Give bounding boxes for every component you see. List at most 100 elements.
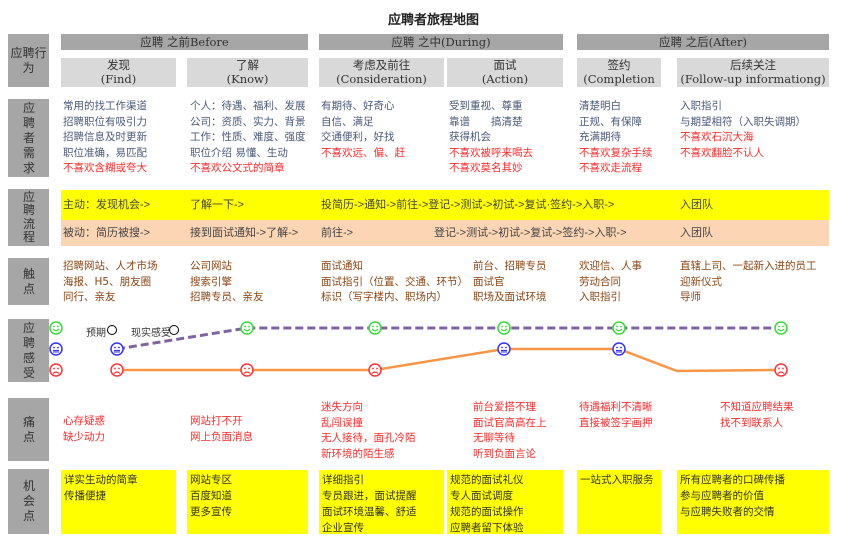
stage-cn: 了解	[236, 58, 259, 72]
phase-after: 应聘 之后(After)	[577, 34, 829, 50]
pain-point-item: 直接被签字画押	[579, 416, 653, 429]
page-title: 应聘者旅程地图	[387, 13, 479, 28]
touchpoint-item: 入职指引	[579, 291, 621, 303]
opportunity-item: 更多宣传	[190, 506, 232, 518]
pain-point-item: 新环境的陌生感	[321, 447, 395, 460]
opportunity-item: 详实生动的简章	[64, 474, 138, 486]
need-item: 职位介绍 易懂、生动	[190, 146, 288, 159]
touchpoint-item: 迎新仪式	[680, 275, 722, 288]
touchpoint-item: 招聘专员、亲友	[190, 291, 264, 303]
opportunity-item: 规范的面试礼仪	[450, 474, 524, 486]
happy-face-icon	[774, 321, 788, 335]
happy-face-icon	[240, 321, 254, 335]
stage-cn: 签约	[607, 58, 631, 72]
need-item: 入职指引	[680, 100, 722, 112]
opportunity-item: 专员跟进，面试提醒	[322, 490, 417, 502]
opportunity-item: 所有应聘者的口碑传播	[680, 474, 785, 486]
sad-face-icon	[368, 363, 382, 377]
touchpoint-item: 前台、招聘专员	[473, 260, 547, 272]
need-item: 交通便利，好找	[321, 131, 395, 143]
phase-during: 应聘 之中(During)	[319, 34, 563, 50]
neutral-face-icon	[49, 342, 63, 356]
stage-header: 签约(Completion	[577, 58, 661, 87]
opportunity-item: 网站专区	[190, 474, 232, 486]
pain-point-item: 听到负面言论	[473, 447, 536, 460]
stage-cn: 发现	[107, 58, 130, 72]
touchpoint-item: 搜索引擎	[190, 275, 232, 288]
pain-point-item: 不知道应聘结果	[720, 401, 794, 413]
need-item: 职位准确，易匹配	[63, 146, 147, 159]
process-active-band	[61, 190, 829, 220]
sad-face-icon	[774, 363, 788, 377]
neutral-face-icon	[497, 342, 511, 356]
touchpoint-item: 职场及面试环境	[473, 291, 547, 303]
need-item: 个人：待遇、福利、发展	[190, 100, 306, 112]
process-passive-step: 登记->测试->初试->复试->签约->入职->	[434, 227, 627, 239]
legend-reality: 现实感受	[131, 328, 171, 339]
pain-point-item: 待遇福利不清晰	[579, 401, 653, 413]
sad-face-icon	[49, 363, 63, 377]
row-label-behavior: 应聘行为	[8, 34, 49, 87]
stage-en: (Find)	[100, 72, 137, 86]
touchpoint-item: 标识（写字楼内、职场内）	[321, 291, 447, 303]
pain-point-item: 找不到联系人	[720, 416, 783, 429]
opportunity-box: 规范的面试礼仪专人面试调度规范的面试操作应聘者留下体验	[447, 470, 563, 534]
touchpoint-item: 面试官	[473, 275, 505, 288]
opportunity-item: 面试环境温馨、舒适	[322, 506, 417, 518]
pain-point-item: 心存疑惑	[63, 415, 105, 427]
row-label-feelings: 应聘感受	[8, 319, 49, 382]
touchpoint-item: 公司网站	[190, 260, 232, 272]
touchpoint-item: 海报、H5、朋友圈	[63, 275, 152, 288]
stage-en: (Know)	[226, 72, 269, 86]
need-item: 公司：资质、实力、背景	[190, 115, 306, 128]
need-item: 与期望相符（入职失调期）	[680, 115, 806, 128]
pain-point-item: 网站打不开	[190, 415, 243, 427]
need-item: 受到重视、尊重	[449, 100, 523, 112]
touchpoint-item: 直辖上司、一起新入进的员工	[680, 260, 817, 272]
stage-header: 后续关注(Follow-up informationg)	[677, 58, 829, 87]
pain-point-item: 网上负面消息	[190, 430, 253, 443]
pain-point-item: 无人接待，面孔冷陌	[321, 432, 416, 444]
opportunity-item: 应聘者留下体验	[450, 522, 524, 534]
need-item: 招聘信息及时更新	[63, 131, 147, 143]
need-item: 工作：性质、难度、强度	[190, 131, 306, 143]
opportunity-item: 参与应聘者的价值	[680, 490, 764, 502]
neutral-face-icon	[612, 342, 626, 356]
stage-en: (Follow-up informationg)	[680, 72, 826, 86]
happy-face-icon	[612, 321, 626, 335]
process-passive-step: 被动：简历被搜->	[63, 227, 151, 239]
process-passive-step: 接到面试通知->了解->	[190, 227, 299, 239]
opportunity-item: 一站式入职服务	[580, 474, 654, 486]
stage-header: 发现(Find)	[61, 58, 176, 87]
legend-expected: 预期	[86, 328, 106, 339]
opportunity-item: 专人面试调度	[450, 490, 513, 502]
dislike-item: 不喜欢走流程	[579, 162, 642, 174]
row-label-touchpoints: 触点	[8, 258, 49, 305]
dislike-item: 不喜欢含糊或夸大	[63, 162, 147, 174]
happy-face-icon	[368, 321, 382, 335]
opportunity-item: 规范的面试操作	[450, 506, 524, 518]
row-label-opportunity: 机会点	[8, 469, 49, 534]
row-label-process: 应聘流程	[8, 189, 49, 246]
need-item: 正规、有保障	[579, 115, 642, 128]
opportunity-box: 所有应聘者的口碑传播参与应聘者的价值与应聘失败者的交情	[677, 470, 829, 534]
touchpoint-item: 同行、亲友	[63, 291, 116, 303]
opportunity-item: 详细指引	[322, 474, 364, 486]
opportunity-item: 与应聘失败者的交情	[680, 506, 775, 518]
need-item: 获得机会	[449, 131, 491, 143]
touchpoint-item: 面试指引（位置、交通、环节）	[321, 275, 468, 288]
stage-cn: 考虑及前往	[352, 58, 411, 72]
row-label-needs: 应聘者需求	[8, 99, 49, 177]
dislike-item: 不喜欢公文式的简章	[190, 162, 285, 174]
opportunity-box: 详实生动的简章传播便捷	[61, 470, 176, 534]
row-label-pain: 痛点	[8, 398, 49, 461]
opportunity-item: 传播便捷	[64, 490, 106, 502]
process-active-step: 投简历->通知->前往->登记->测试->初试->复试·签约->入职->	[321, 199, 615, 211]
touchpoint-item: 导师	[680, 291, 701, 303]
opportunity-box: 一站式入职服务	[577, 470, 661, 534]
dislike-item: 不喜欢石沉大海	[680, 131, 754, 143]
stage-en: (Completion	[583, 72, 655, 86]
opportunity-box: 详细指引专员跟进，面试提醒面试环境温馨、舒适企业宣传	[319, 470, 444, 534]
touchpoint-item: 招聘网站、人才市场	[63, 260, 158, 272]
